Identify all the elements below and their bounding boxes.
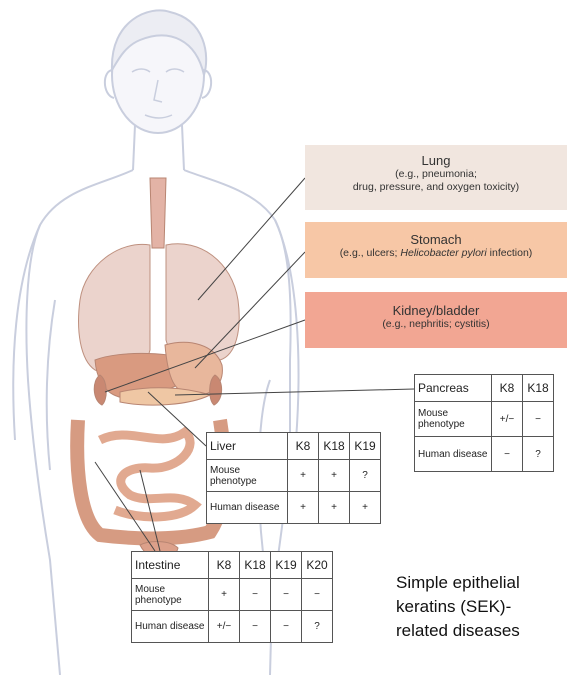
table-row: Mouse phenotype + + ? — [207, 460, 381, 492]
lung-callout: Lung (e.g., pneumonia; drug, pressure, a… — [305, 145, 567, 210]
row-label: Mouse phenotype — [207, 460, 288, 492]
table-cell: ? — [523, 437, 554, 472]
kidney-left — [94, 375, 106, 405]
kidney-callout: Kidney/bladder (e.g., nephritis; cystiti… — [305, 292, 567, 348]
kidney-right — [210, 375, 222, 405]
column-header: K20 — [302, 552, 333, 579]
lung-examples-line1: (e.g., pneumonia; — [305, 168, 567, 181]
table-row: Mouse phenotype + − − − — [132, 579, 333, 611]
column-header: K8 — [288, 433, 319, 460]
stomach-callout: Stomach (e.g., ulcers; Helicobacter pylo… — [305, 222, 567, 278]
table-row: Human disease − ? — [415, 437, 554, 472]
table-cell: − — [240, 611, 271, 643]
table-cell: + — [319, 460, 350, 492]
liver-keratin-table: Liver K8 K18 K19 Mouse phenotype + + ? H… — [206, 432, 381, 524]
column-header: K18 — [523, 375, 554, 402]
trachea — [150, 178, 166, 248]
row-label: Mouse phenotype — [415, 402, 492, 437]
table-cell: − — [523, 402, 554, 437]
caption-line: Simple epithelial — [396, 571, 566, 595]
table-cell: − — [271, 611, 302, 643]
column-header: K19 — [271, 552, 302, 579]
stomach-examples-prefix: (e.g., ulcers; — [340, 247, 401, 259]
table-cell: +/− — [209, 611, 240, 643]
column-header: K19 — [350, 433, 381, 460]
table-cell: + — [288, 460, 319, 492]
row-label: Human disease — [415, 437, 492, 472]
row-label: Human disease — [207, 492, 288, 524]
column-header: K18 — [319, 433, 350, 460]
table-header-row: Pancreas K8 K18 — [415, 375, 554, 402]
stomach-title: Stomach — [305, 232, 567, 247]
arm-left — [13, 225, 55, 470]
table-cell: ? — [350, 460, 381, 492]
small-intestine — [100, 432, 195, 517]
lung-examples-line2: drug, pressure, and oxygen toxicity) — [305, 181, 567, 194]
table-row: Human disease + + + — [207, 492, 381, 524]
table-header-row: Intestine K8 K18 K19 K20 — [132, 552, 333, 579]
figure-caption: Simple epithelial keratins (SEK)- relate… — [396, 571, 566, 643]
row-label: Mouse phenotype — [132, 579, 209, 611]
table-row: Mouse phenotype +/− − — [415, 402, 554, 437]
organ-name: Intestine — [132, 552, 209, 579]
intestine-keratin-table: Intestine K8 K18 K19 K20 Mouse phenotype… — [131, 551, 333, 643]
stomach-examples: (e.g., ulcers; Helicobacter pylori infec… — [305, 247, 567, 260]
organ-name: Pancreas — [415, 375, 492, 402]
table-cell: + — [319, 492, 350, 524]
caption-line: related diseases — [396, 619, 566, 643]
kidney-examples: (e.g., nephritis; cystitis) — [305, 318, 567, 331]
caption-line: keratins (SEK)- — [396, 595, 566, 619]
column-header: K8 — [209, 552, 240, 579]
table-cell: + — [209, 579, 240, 611]
kidney-title: Kidney/bladder — [305, 303, 567, 318]
row-label: Human disease — [132, 611, 209, 643]
table-cell: +/− — [492, 402, 523, 437]
column-header: K18 — [240, 552, 271, 579]
table-cell: + — [350, 492, 381, 524]
table-row: Human disease +/− − − ? — [132, 611, 333, 643]
table-cell: − — [271, 579, 302, 611]
table-cell: − — [302, 579, 333, 611]
column-header: K8 — [492, 375, 523, 402]
stomach-examples-italic: Helicobacter pylori — [400, 247, 486, 259]
table-cell: − — [492, 437, 523, 472]
organ-name: Liver — [207, 433, 288, 460]
table-header-row: Liver K8 K18 K19 — [207, 433, 381, 460]
table-cell: − — [240, 579, 271, 611]
lung-title: Lung — [305, 153, 567, 168]
pancreas-keratin-table: Pancreas K8 K18 Mouse phenotype +/− − Hu… — [414, 374, 554, 472]
table-cell: ? — [302, 611, 333, 643]
table-cell: + — [288, 492, 319, 524]
stomach-examples-suffix: infection) — [487, 247, 533, 259]
